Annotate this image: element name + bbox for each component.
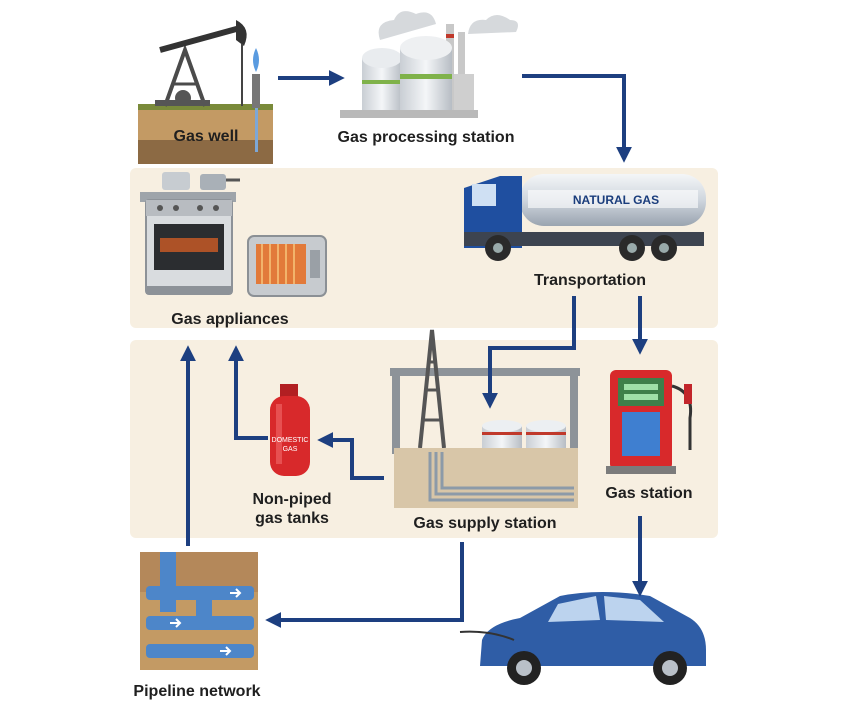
heater-icon	[247, 235, 327, 297]
tank-label: NATURAL GAS	[573, 193, 659, 207]
gas-cylinder-icon: DOMESTIC GAS	[270, 384, 310, 476]
label-transportation: Transportation	[533, 272, 646, 289]
flow-arrows	[180, 70, 648, 628]
label-gas-appliances: Gas appliances	[171, 311, 289, 328]
stove-icon	[140, 172, 240, 295]
supply-rig-icon	[390, 329, 580, 508]
arrow-tanks-to-appliances	[228, 345, 268, 440]
arrow-supply-to-tanks	[317, 432, 384, 480]
label-non-piped-line1: Non-piped	[252, 491, 332, 508]
oil-pump-icon	[138, 20, 273, 164]
label-gas-well: Gas well	[173, 128, 239, 145]
arrow-transport-to-supply	[482, 296, 576, 409]
cylinder-label-1: DOMESTIC	[272, 437, 309, 444]
pipeline-icon	[140, 552, 258, 670]
tanker-truck-icon: NATURAL GAS	[464, 174, 706, 261]
car-icon	[459, 592, 706, 685]
arrow-supply-to-pipeline	[265, 542, 464, 628]
factory-icon	[340, 11, 518, 118]
label-gas-supply-station: Gas supply station	[413, 515, 557, 532]
label-gas-processing-station: Gas processing station	[337, 129, 515, 146]
fuel-pump-icon	[606, 370, 693, 474]
label-pipeline-network: Pipeline network	[133, 683, 261, 700]
arrow-processing-to-transport	[522, 74, 632, 163]
label-non-piped-line2: gas tanks	[255, 510, 329, 527]
label-gas-station: Gas station	[605, 485, 693, 502]
cylinder-label-2: GAS	[283, 446, 298, 453]
